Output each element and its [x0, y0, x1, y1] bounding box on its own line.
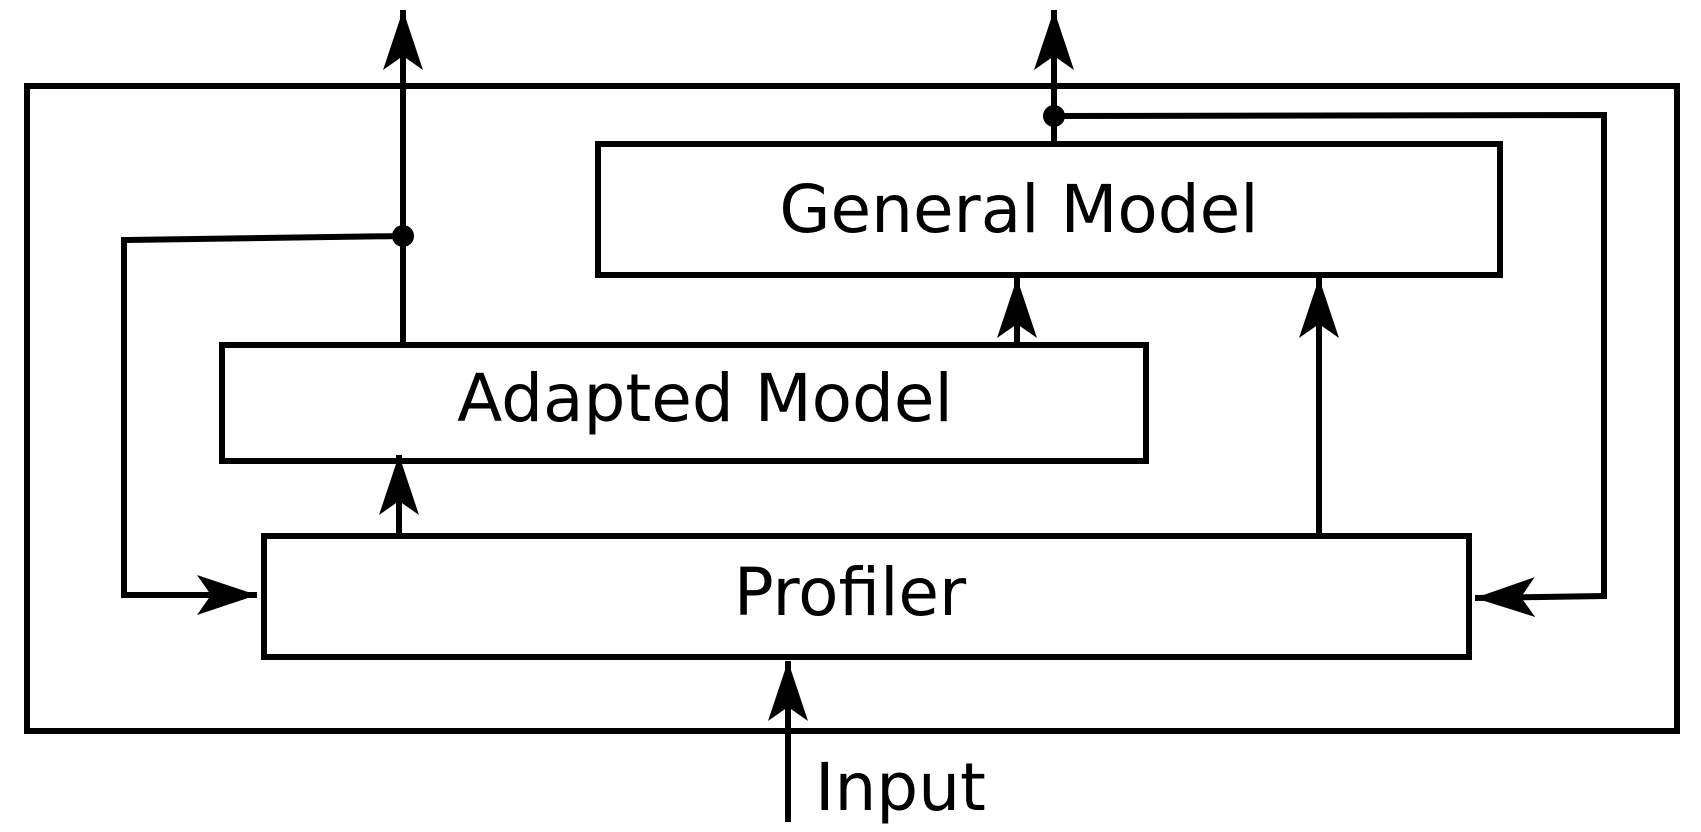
general-feedback-arrow — [1053, 111, 1607, 618]
input-label: Input — [815, 749, 986, 826]
adapted-model-block: Adapted Model — [219, 342, 1149, 464]
profiler-label: Profiler — [734, 554, 967, 631]
profiler-block: Profiler — [261, 533, 1472, 660]
general-output-junction — [1043, 105, 1065, 127]
outer-system-frame — [24, 83, 1680, 734]
general-model-block: General Model — [595, 141, 1503, 278]
adapted-output-junction — [392, 225, 414, 247]
general-model-label: General Model — [779, 171, 1258, 248]
adapted-model-label: Adapted Model — [457, 360, 953, 437]
general-model-box — [595, 141, 1503, 278]
adapted-model-box — [219, 342, 1149, 464]
adapted-feedback-arrow — [121, 233, 404, 615]
profiler-box — [261, 533, 1472, 660]
